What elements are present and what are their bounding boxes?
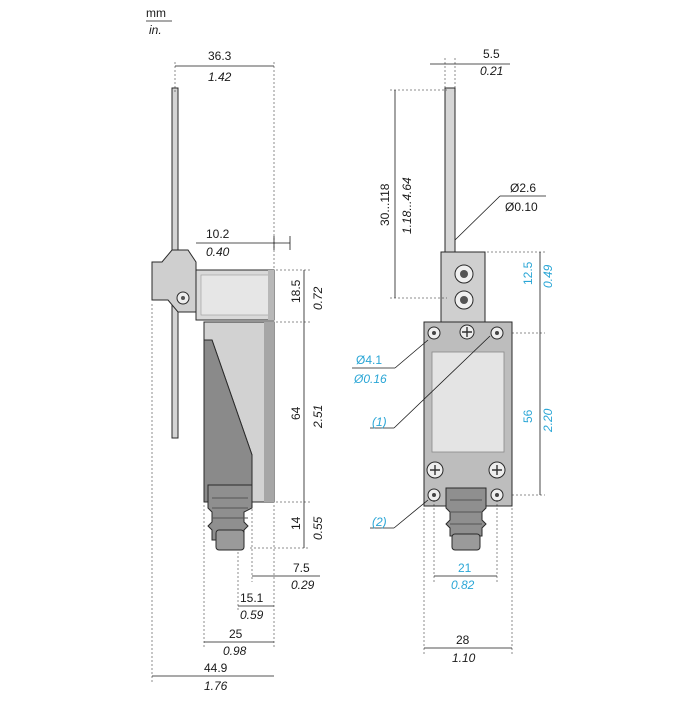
dim-overall-width-in: 1.76 [204,679,228,693]
dim-rod-length-mm: 30...118 [378,183,392,226]
dim-overall-width-mm: 44.9 [204,661,228,675]
dim-depth-mm: 25 [229,627,243,641]
leader-callout-1 [393,335,491,429]
dim-gland-width-mm: 15.1 [240,591,264,605]
dim-lever-offset-mm: 10.2 [206,227,230,241]
front-body-window [431,351,505,453]
leader-rod-diameter [454,195,501,241]
dim-head-height-in: 0.72 [311,286,325,310]
dim-bottom-spacing-mm: 21 [458,561,472,575]
front-dimensions: 5.5 0.21 30...118 1.18...4.64 Ø2.6 Ø0.10… [352,47,555,665]
dim-mount-spacing-mm: 56 [521,409,535,423]
front-gland-tip [451,533,481,551]
dim-gland-width-in: 0.59 [240,608,264,622]
units-primary: mm [146,6,166,20]
callout-1: (1) [372,415,387,429]
leader-hole-diameter [394,339,429,369]
dim-head-height-mm: 18.5 [289,279,303,303]
dim-rod-diameter-in: Ø0.10 [505,200,538,214]
dim-rod-diameter-mm: Ø2.6 [510,181,536,195]
dim-hole-diameter-mm: Ø4.1 [356,353,382,367]
front-head [440,251,486,323]
side-head-edge [268,270,274,320]
dim-gland-offset-mm: 7.5 [293,561,310,575]
front-view [423,87,513,551]
side-gland-tip [215,529,245,551]
dim-hole-diameter-in: Ø0.16 [353,372,387,386]
dim-width-top-in: 1.42 [208,70,232,84]
dim-bottom-spacing-in: 0.82 [451,578,475,592]
side-view [151,87,275,551]
dim-front-width-mm: 28 [456,633,470,647]
dim-width-top-mm: 36.3 [208,49,232,63]
dim-lever-offset-in: 0.40 [206,245,230,259]
side-head-panel [200,274,270,316]
dim-body-height-in: 2.51 [311,405,325,429]
dim-rod-width-in: 0.21 [480,64,503,78]
side-lever-hub [151,249,197,313]
dim-depth-in: 0.98 [223,644,247,658]
dim-head-spacing-mm: 12.5 [521,261,535,285]
callout-2: (2) [372,515,387,529]
side-body-bevel [203,339,253,503]
dim-base-height-mm: 14 [289,516,303,530]
leader-callout-2 [393,499,429,529]
dim-base-height-in: 0.55 [311,516,325,540]
dim-body-height-mm: 64 [289,406,303,420]
dim-head-spacing-in: 0.49 [541,264,555,288]
side-hub-screw-center [181,296,185,300]
dim-rod-length-in: 1.18...4.64 [400,177,414,234]
dim-rod-width-mm: 5.5 [483,47,500,61]
dim-front-width-in: 1.10 [452,651,476,665]
units-secondary: in. [149,23,162,37]
side-dimensions: 36.3 1.42 10.2 0.40 18.5 0.72 64 2.51 14… [151,49,325,693]
dim-gland-offset-in: 0.29 [291,578,315,592]
dim-mount-spacing-in: 2.20 [541,408,555,433]
side-body-edge [264,322,274,502]
